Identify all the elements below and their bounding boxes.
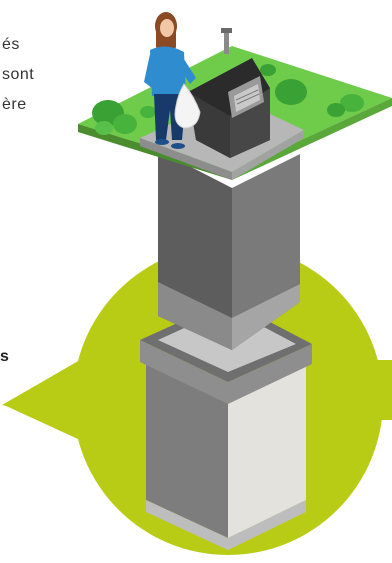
waste-deposit-terminal-icon xyxy=(188,28,270,158)
